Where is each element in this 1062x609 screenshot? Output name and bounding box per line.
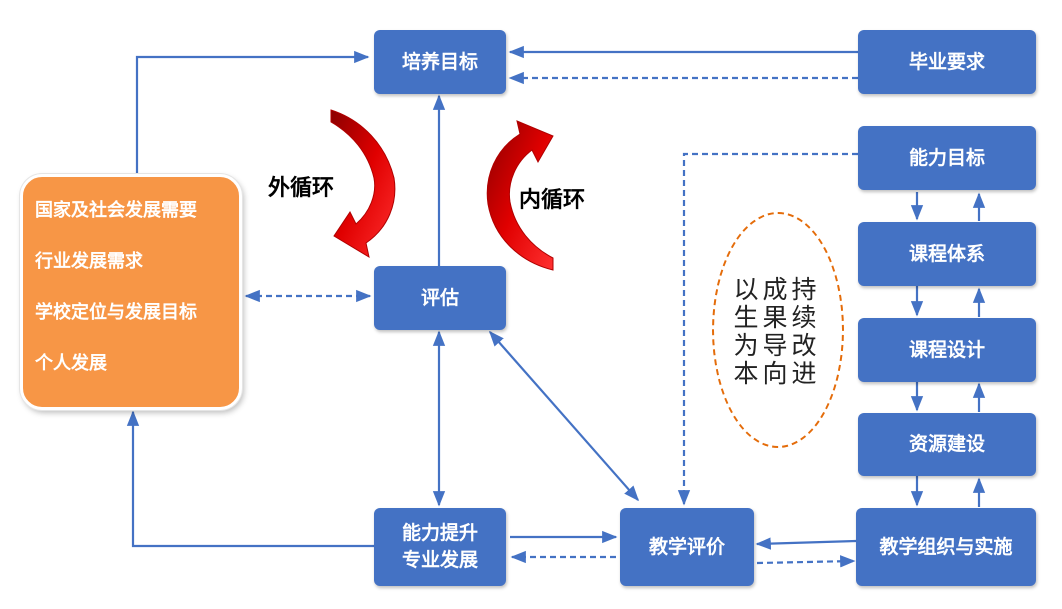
box-evaluate-label: 评估 xyxy=(420,286,459,309)
box-resources-label: 资源建设 xyxy=(908,433,985,456)
box-course-design[interactable]: 课程设计 xyxy=(858,318,1036,382)
box-improve-line2: 专业发展 xyxy=(401,549,478,571)
box-goal-label: 培养目标 xyxy=(401,50,478,73)
outer-loop-label: 外循环 xyxy=(268,176,335,201)
box-graduation[interactable]: 毕业要求 xyxy=(858,30,1036,94)
slogan-col-3: 以 生 为 本 xyxy=(733,275,759,388)
ability-to-teaching-eval-dashed-arrow xyxy=(677,152,858,506)
box-ability-label: 能力目标 xyxy=(908,146,985,169)
needs-panel: 国家及社会发展需要 行业发展需求 学校定位与发展目标 个人发展 xyxy=(20,174,242,410)
needs-to-goal-arrow xyxy=(135,50,370,174)
organization-to-teaching-eval-arrow xyxy=(755,537,857,550)
teaching-eval-to-organization-dashed-arrow xyxy=(756,555,856,568)
box-course-design-label: 课程设计 xyxy=(908,338,985,361)
box-ability[interactable]: 能力目标 xyxy=(858,126,1036,190)
box-improve[interactable]: 能力提升 专业发展 xyxy=(374,508,506,586)
need-item: 个人发展 xyxy=(35,353,107,374)
slogan-col-1: 持 续 改 进 xyxy=(791,275,817,388)
inner-loop-arrow xyxy=(486,120,554,271)
box-goal[interactable]: 培养目标 xyxy=(374,30,506,94)
evaluate-teaching-eval-arrow xyxy=(488,330,640,502)
box-teaching-eval[interactable]: 教学评价 xyxy=(620,508,754,586)
slogan-ellipse: 持 续 改 进 成 果 导 向 以 生 为 本 xyxy=(712,212,844,448)
improve-to-needs-arrow xyxy=(126,410,374,548)
slogan-col-2: 成 果 导 向 xyxy=(762,275,788,388)
box-improve-line1: 能力提升 xyxy=(401,522,478,545)
box-teaching-eval-label: 教学评价 xyxy=(648,535,725,558)
outer-loop-arrow xyxy=(330,109,396,259)
box-graduation-label: 毕业要求 xyxy=(908,50,985,73)
box-organization[interactable]: 教学组织与实施 xyxy=(856,508,1036,586)
need-item: 行业发展需求 xyxy=(35,251,143,272)
box-curriculum[interactable]: 课程体系 xyxy=(858,222,1036,286)
box-evaluate[interactable]: 评估 xyxy=(374,266,506,330)
box-organization-label: 教学组织与实施 xyxy=(879,535,1013,558)
need-item: 国家及社会发展需要 xyxy=(35,200,197,221)
inner-loop-label: 内循环 xyxy=(519,188,586,213)
need-item: 学校定位与发展目标 xyxy=(35,302,197,323)
box-resources[interactable]: 资源建设 xyxy=(858,413,1036,476)
box-curriculum-label: 课程体系 xyxy=(908,242,985,265)
